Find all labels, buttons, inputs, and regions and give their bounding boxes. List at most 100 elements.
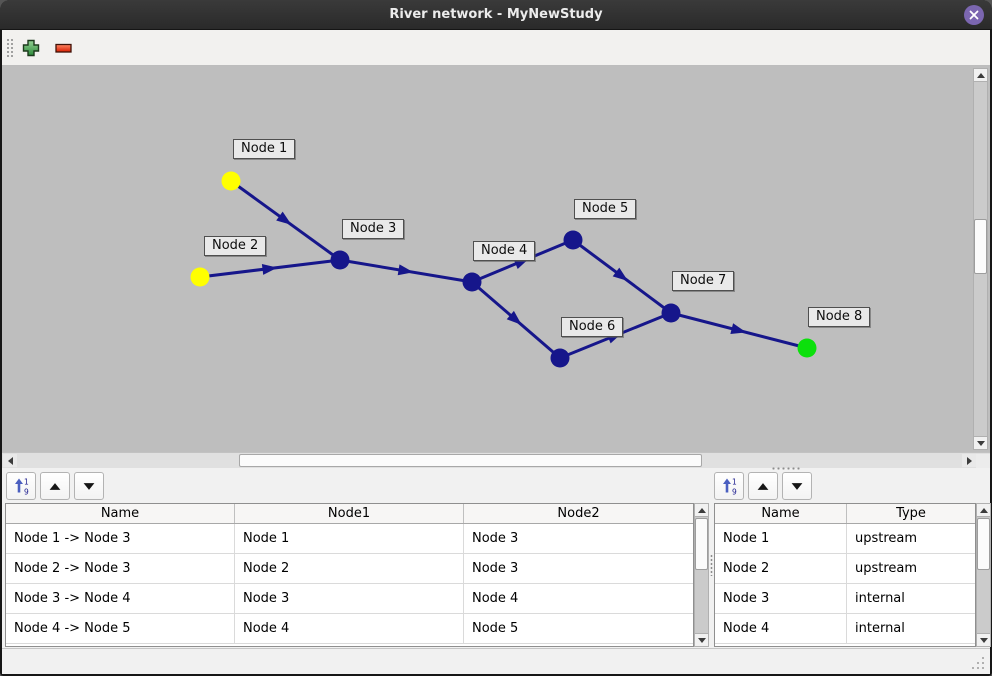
edge-arrowhead-icon <box>276 211 292 225</box>
network-node[interactable] <box>661 303 681 323</box>
status-bar <box>2 648 990 674</box>
column-header[interactable]: Type <box>896 506 926 521</box>
links-table-scrollbar[interactable] <box>694 503 709 647</box>
network-node[interactable] <box>797 338 817 358</box>
column-header[interactable]: Name <box>6 504 235 523</box>
table-cell[interactable]: upstream <box>855 561 918 576</box>
network-node[interactable] <box>462 272 482 292</box>
links-sort-button[interactable]: 1 9 <box>6 472 36 500</box>
table-cell[interactable]: Node 1 -> Node 3 <box>6 524 235 553</box>
table-row[interactable]: Node 4 internal <box>715 614 975 644</box>
column-header[interactable]: Node1 <box>235 504 464 523</box>
scroll-down-button[interactable] <box>695 633 708 646</box>
table-cell[interactable]: Node 4 -> Node 5 <box>6 614 235 643</box>
vertical-scroll-thumb[interactable] <box>974 219 987 274</box>
scroll-left-button[interactable] <box>3 454 17 467</box>
scroll-up-button[interactable] <box>695 504 708 517</box>
node-label: Node 2 <box>204 236 267 256</box>
triangle-down-icon <box>976 440 985 446</box>
table-cell[interactable]: Node 5 <box>472 621 519 636</box>
network-node[interactable] <box>190 267 210 287</box>
node-label: Node 8 <box>808 307 871 327</box>
vertical-scroll-thumb[interactable] <box>695 518 708 570</box>
node-label: Node 4 <box>473 241 536 261</box>
triangle-right-icon <box>966 456 972 465</box>
table-cell[interactable]: upstream <box>855 531 918 546</box>
nodes-table-scrollbar[interactable] <box>976 503 991 647</box>
network-node[interactable] <box>330 250 350 270</box>
node-label: Node 3 <box>342 219 405 239</box>
nodes-move-up-button[interactable] <box>748 472 778 500</box>
links-move-up-button[interactable] <box>40 472 70 500</box>
column-header[interactable]: Node2 <box>557 506 600 521</box>
titlebar[interactable]: River network - MyNewStudy <box>0 0 992 30</box>
x-icon <box>969 10 979 20</box>
table-cell[interactable]: Node 4 <box>715 614 847 643</box>
triangle-up-icon <box>976 72 985 78</box>
table-cell[interactable]: Node 1 <box>715 524 847 553</box>
column-header[interactable]: Name <box>715 504 847 523</box>
close-button[interactable] <box>964 5 984 25</box>
edge-arrowhead-icon <box>506 310 522 325</box>
canvas-horizontal-scrollbar[interactable] <box>2 452 990 468</box>
edge-arrowhead-icon <box>730 323 747 334</box>
triangle-down-icon <box>83 482 95 490</box>
scroll-right-button[interactable] <box>962 454 976 467</box>
canvas-vertical-scrollbar[interactable] <box>973 68 988 450</box>
network-node[interactable] <box>221 171 241 191</box>
table-cell[interactable]: Node 4 <box>472 591 519 606</box>
scroll-down-button[interactable] <box>974 436 987 449</box>
table-cell[interactable]: internal <box>855 621 905 636</box>
scroll-down-button[interactable] <box>977 633 990 646</box>
nodes-move-down-button[interactable] <box>782 472 812 500</box>
links-table-header: Name Node1 Node2 <box>6 504 693 524</box>
edge-arrowhead-icon <box>612 267 629 281</box>
pane-splitter-handle[interactable] <box>770 465 800 470</box>
table-cell[interactable]: Node 2 <box>235 554 464 583</box>
minus-icon <box>54 43 72 53</box>
toolbar-drag-handle[interactable] <box>6 38 13 58</box>
svg-text:1: 1 <box>24 478 29 487</box>
table-cell[interactable]: Node 3 <box>472 531 519 546</box>
sort-ascending-icon: 1 9 <box>723 478 737 496</box>
svg-text:1: 1 <box>732 478 737 487</box>
table-cell[interactable]: Node 3 <box>235 584 464 613</box>
table-cell[interactable]: Node 3 <box>472 561 519 576</box>
table-cell[interactable]: Node 1 <box>235 524 464 553</box>
network-node[interactable] <box>563 230 583 250</box>
table-cell[interactable]: internal <box>855 591 905 606</box>
network-node[interactable] <box>550 348 570 368</box>
table-row[interactable]: Node 1 upstream <box>715 524 975 554</box>
triangle-up-icon <box>697 507 706 513</box>
scroll-up-button[interactable] <box>977 504 990 517</box>
edge-arrowhead-icon <box>261 263 278 275</box>
table-cell[interactable]: Node 2 -> Node 3 <box>6 554 235 583</box>
table-cell[interactable]: Node 3 -> Node 4 <box>6 584 235 613</box>
table-cell[interactable]: Node 4 <box>235 614 464 643</box>
links-move-down-button[interactable] <box>74 472 104 500</box>
table-row[interactable]: Node 3 internal <box>715 584 975 614</box>
table-cell[interactable]: Node 3 <box>715 584 847 613</box>
table-splitter-handle[interactable] <box>708 554 713 576</box>
node-label: Node 1 <box>233 139 296 159</box>
window-resize-grip[interactable] <box>972 657 984 669</box>
triangle-up-icon <box>757 482 769 490</box>
nodes-sort-button[interactable]: 1 9 <box>714 472 744 500</box>
horizontal-scroll-thumb[interactable] <box>239 454 702 467</box>
window-title: River network - MyNewStudy <box>389 7 603 22</box>
remove-button[interactable] <box>51 36 75 60</box>
table-cell[interactable]: Node 2 <box>715 554 847 583</box>
add-button[interactable] <box>19 36 43 60</box>
scroll-up-button[interactable] <box>974 69 987 82</box>
table-row[interactable]: Node 2 upstream <box>715 554 975 584</box>
vertical-scroll-thumb[interactable] <box>977 518 990 570</box>
